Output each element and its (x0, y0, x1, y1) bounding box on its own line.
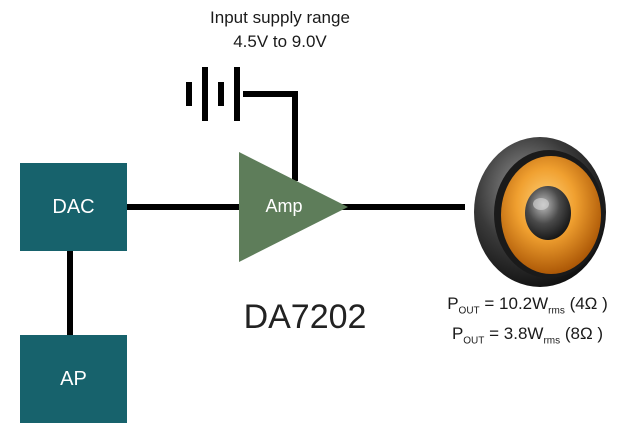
p-symbol: P (447, 294, 459, 313)
ap-block: AP (20, 335, 127, 423)
supply-label-line2: 4.5V to 9.0V (233, 32, 327, 51)
wire-dac-to-ap (67, 250, 73, 336)
battery-icon (186, 67, 240, 121)
output-spec-8ohm: POUT = 3.8Wrms (8Ω ) (420, 324, 635, 346)
wire-amp-to-speaker (340, 204, 465, 210)
supply-label-line1: Input supply range (210, 8, 350, 27)
wire-supply-vertical (292, 91, 298, 181)
load-value: (4Ω ) (564, 294, 608, 313)
load-value: (8Ω ) (560, 324, 604, 343)
out-subscript: OUT (463, 335, 485, 347)
dac-block: DAC (20, 163, 127, 251)
part-number: DA7202 (243, 298, 367, 336)
output-spec-4ohm: POUT = 10.2Wrms (4Ω ) (420, 294, 635, 316)
wire-supply-horizontal (243, 91, 298, 97)
amp-label: Amp (265, 196, 303, 216)
power-value: = 10.2W (479, 294, 549, 313)
amp-triangle (239, 152, 348, 262)
out-subscript: OUT (458, 305, 480, 317)
rms-subscript: rms (543, 335, 561, 347)
p-symbol: P (451, 324, 464, 343)
rms-subscript: rms (548, 305, 565, 317)
speaker-icon (474, 137, 606, 287)
power-value: = 3.8W (484, 324, 544, 343)
wire-dac-to-amp (127, 204, 257, 210)
